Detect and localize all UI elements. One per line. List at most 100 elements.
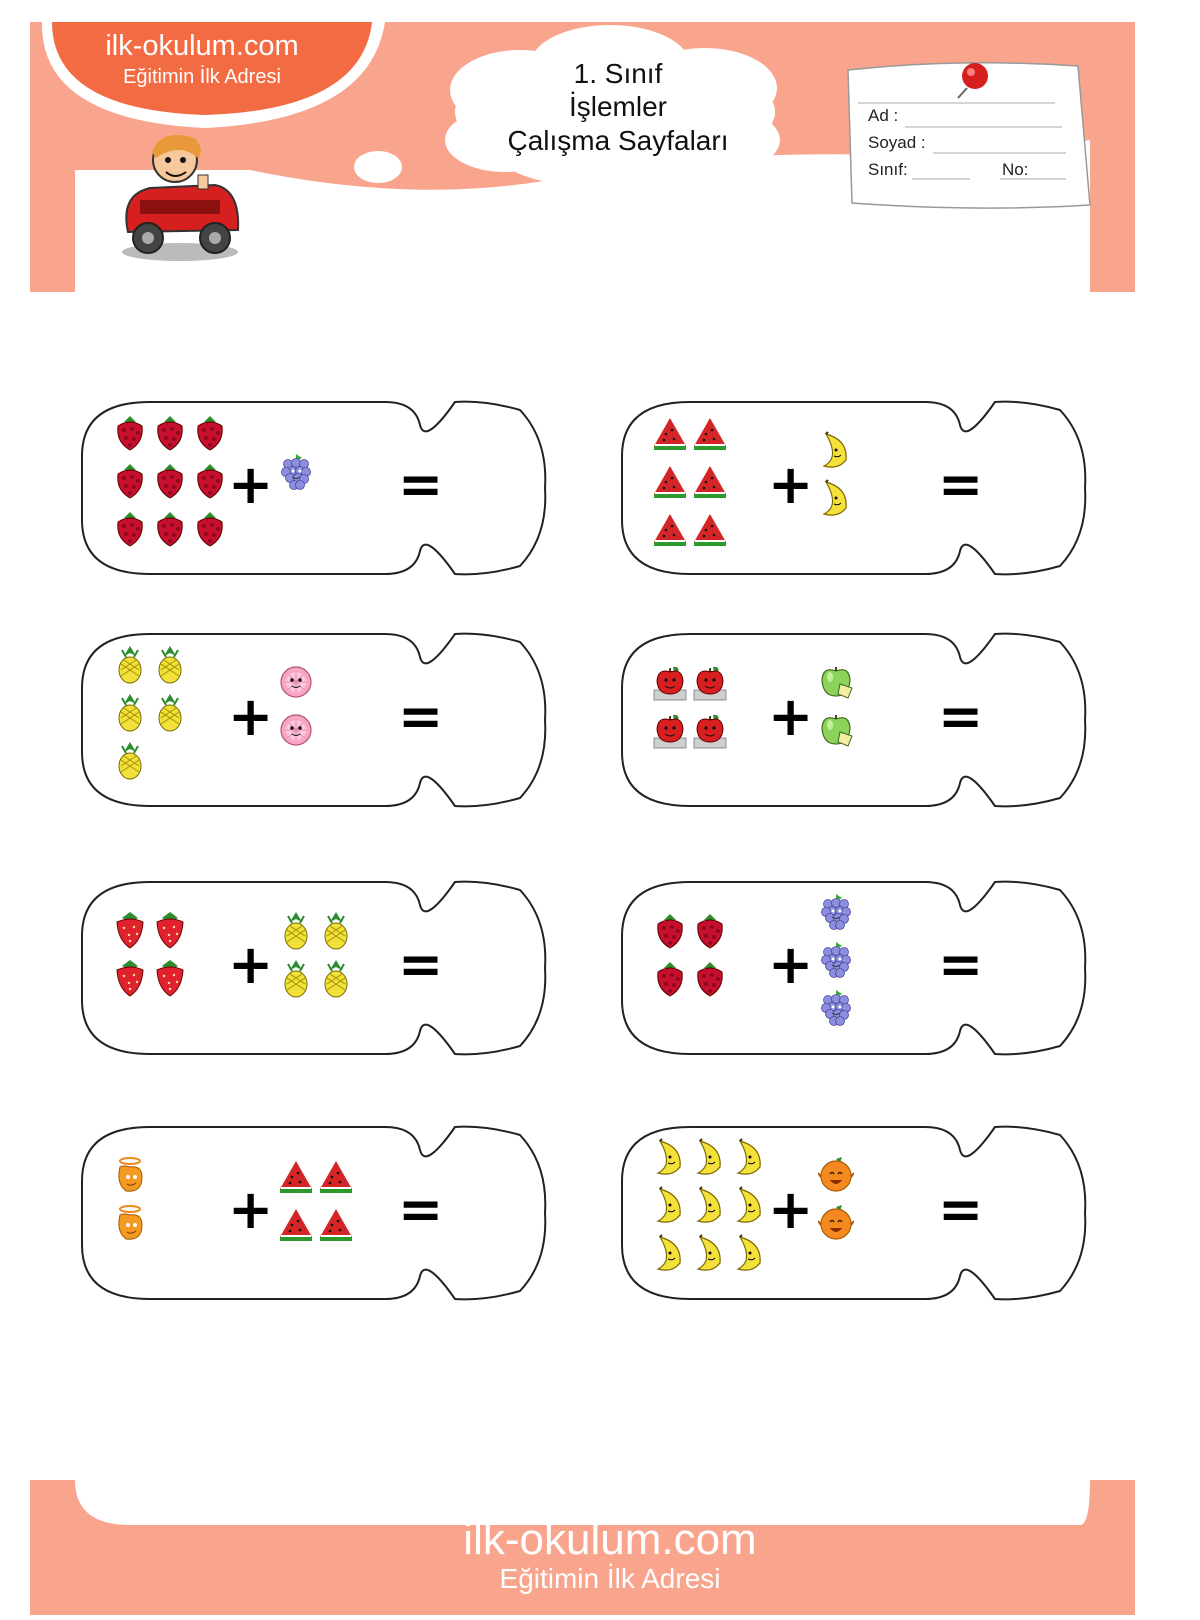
name-card [847, 62, 1091, 209]
apple-icon [652, 710, 688, 755]
banana-icon [692, 1233, 728, 1278]
pineapple-icon [318, 910, 354, 955]
watermelon-icon [652, 412, 688, 457]
banana-icon [818, 430, 854, 475]
plus-sign: + [768, 933, 814, 996]
exercise-frame [621, 632, 1087, 808]
strawberry-icon [152, 910, 188, 955]
footer-tagline: Eğitimin İlk Adresi [499, 1563, 721, 1594]
banana-icon [692, 1137, 728, 1182]
title-cloud [445, 25, 780, 188]
pushpin-icon [957, 63, 988, 99]
apple-icon [692, 710, 728, 755]
pineapple-icon [278, 910, 314, 955]
pineapple-icon [112, 692, 148, 737]
answer-blank[interactable] [430, 430, 540, 546]
addition-exercise: += [620, 400, 1100, 576]
raspberry-icon [192, 508, 228, 553]
addition-exercise: += [80, 632, 560, 808]
strawberry-icon [152, 958, 188, 1003]
pineapple-icon [152, 644, 188, 689]
watermelon-icon [278, 1155, 314, 1200]
watermelon-icon [652, 508, 688, 553]
banana-icon [732, 1185, 768, 1230]
watermelon-icon [278, 1203, 314, 1248]
equals-sign: = [398, 933, 444, 996]
pineapple-icon [152, 692, 188, 737]
exercise-frame [81, 880, 547, 1056]
watermelon-icon [318, 1155, 354, 1200]
pineapple-icon [318, 958, 354, 1003]
exercise-frame [81, 1125, 547, 1301]
raspberry-icon [652, 958, 688, 1003]
watermelon-icon [318, 1203, 354, 1248]
title-line-topic: İşlemler [568, 91, 667, 122]
answer-blank[interactable] [970, 910, 1080, 1026]
grape-icon [818, 940, 854, 985]
grapefruit-icon [278, 710, 314, 755]
watermelon-icon [652, 460, 688, 505]
answer-blank[interactable] [970, 430, 1080, 546]
banana-icon [732, 1137, 768, 1182]
plus-sign: + [228, 1178, 274, 1241]
addition-exercise: += [80, 1125, 560, 1301]
plus-sign: + [768, 453, 814, 516]
orange-slice-icon [112, 1203, 148, 1248]
orange-icon [817, 1155, 855, 1200]
answer-blank[interactable] [430, 910, 540, 1026]
equals-sign: = [398, 685, 444, 748]
thought-dot [246, 210, 270, 226]
answer-blank[interactable] [430, 662, 540, 778]
class-label: Sınıf: [868, 160, 908, 179]
answer-blank[interactable] [430, 1155, 540, 1271]
exercise-frame [621, 1125, 1087, 1301]
equals-sign: = [398, 453, 444, 516]
raspberry-icon [112, 412, 148, 457]
title-line-subtitle: Çalışma Sayfaları [507, 125, 729, 156]
raspberry-icon [652, 910, 688, 955]
equals-sign: = [938, 933, 984, 996]
logo-badge [52, 22, 372, 115]
banana-icon [732, 1233, 768, 1278]
raspberry-icon [192, 412, 228, 457]
plus-sign: + [228, 453, 274, 516]
grapefruit-icon [278, 662, 314, 707]
addition-exercise: += [80, 880, 560, 1056]
plus-sign: + [768, 685, 814, 748]
equals-sign: = [398, 1178, 444, 1241]
surname-label: Soyad : [868, 133, 926, 152]
green-apple-icon [818, 662, 854, 707]
exercise-frame [81, 632, 547, 808]
plus-sign: + [228, 685, 274, 748]
grape-icon [818, 988, 854, 1033]
orange-icon [817, 1203, 855, 1248]
answer-blank[interactable] [970, 662, 1080, 778]
title-line-grade: 1. Sınıf [573, 58, 663, 89]
addition-exercise: += [620, 880, 1100, 1056]
raspberry-icon [692, 958, 728, 1003]
addition-exercise: += [620, 1125, 1100, 1301]
green-apple-icon [818, 710, 854, 755]
pineapple-icon [278, 958, 314, 1003]
footer-banner [30, 1480, 1135, 1615]
orange-slice-icon [112, 1155, 148, 1200]
addition-exercise: += [620, 632, 1100, 808]
banana-icon [652, 1185, 688, 1230]
raspberry-icon [112, 508, 148, 553]
equals-sign: = [938, 1178, 984, 1241]
pineapple-icon [112, 644, 148, 689]
equals-sign: = [938, 685, 984, 748]
name-label: Ad : [868, 106, 899, 125]
grape-icon [278, 452, 314, 497]
watermelon-icon [692, 460, 728, 505]
banana-icon [652, 1137, 688, 1182]
watermelon-icon [692, 508, 728, 553]
raspberry-icon [152, 412, 188, 457]
answer-blank[interactable] [970, 1155, 1080, 1271]
thought-dot [308, 186, 344, 208]
raspberry-icon [692, 910, 728, 955]
banana-icon [818, 478, 854, 523]
apple-icon [692, 662, 728, 707]
exercise-frame [621, 880, 1087, 1056]
